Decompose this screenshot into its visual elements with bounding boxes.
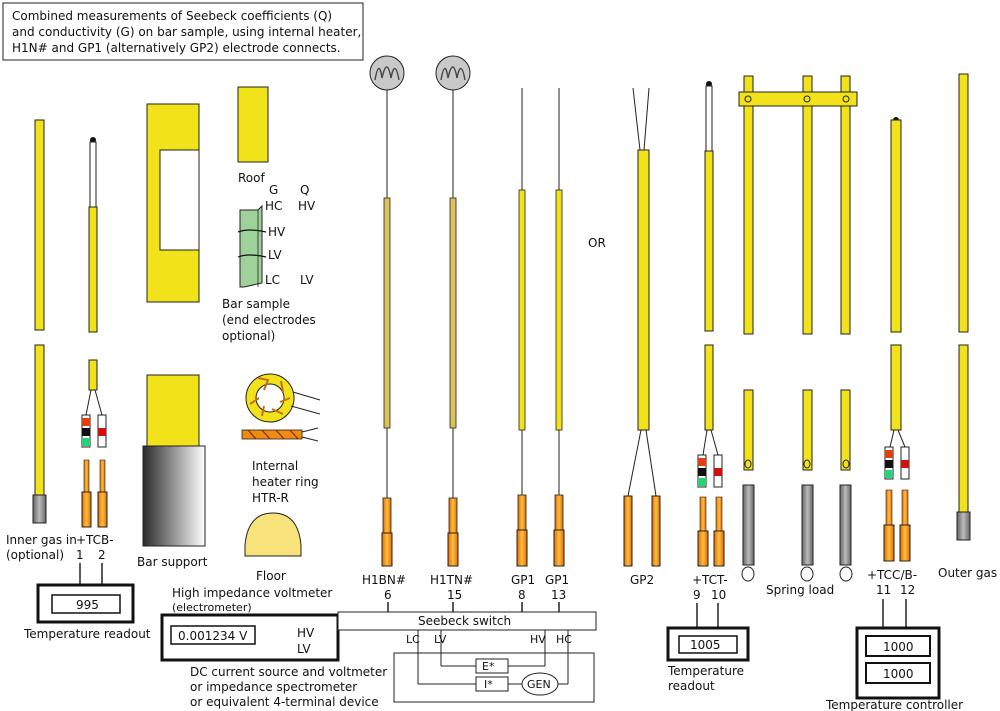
roof: Roof xyxy=(237,86,269,185)
seebeck-switch-label: Seebeck switch xyxy=(418,614,511,628)
dc-source-line-2: or impedance spectrometer xyxy=(190,680,357,694)
tct-pin-10: 10 xyxy=(711,588,726,602)
gp2-name: GP2 xyxy=(630,573,654,587)
gp1-electrode-a: GP1 8 xyxy=(511,88,535,612)
roof-label: Roof xyxy=(238,171,265,185)
tccb-name: +TCC/B- xyxy=(867,568,917,582)
gen-label: GEN xyxy=(527,678,551,691)
h1tn-pin: 15 xyxy=(447,588,462,602)
floor: Floor xyxy=(244,512,302,583)
bar-sample-note-1: (end electrodes xyxy=(222,313,316,327)
tct-name: +TCT- xyxy=(692,573,728,587)
tccb-pin-12: 12 xyxy=(900,583,915,597)
dc-source-line-1: DC current source and voltmeter xyxy=(190,665,387,679)
bar-sample-label: Bar sample xyxy=(222,297,290,311)
voltmeter-hv: HV xyxy=(297,626,315,640)
temp-readout-left-value: 995 xyxy=(76,598,99,612)
h1tn-name: H1TN# xyxy=(430,573,473,587)
h1tn-electrode: H1TN# 15 xyxy=(430,55,473,612)
i-box-label: I* xyxy=(484,678,493,691)
floor-label: Floor xyxy=(256,569,286,583)
tcb-pin-1: 1 xyxy=(76,548,84,562)
h1bn-pin: 6 xyxy=(384,588,392,602)
temp-controller: 1000 1000 Temperature controller xyxy=(825,626,963,711)
tct-pin-9: 9 xyxy=(693,588,701,602)
header-line-2: and conductivity (G) on bar sample, usin… xyxy=(12,25,361,39)
temp-readout-right-label-1: Temperature xyxy=(667,664,744,678)
gp1a-name: GP1 xyxy=(511,573,535,587)
tccb-thermocouple: +TCC/B- 11 12 xyxy=(867,117,917,628)
sample-hc-label: HC xyxy=(265,199,282,213)
dc-source: E* I* GEN DC current source and voltmete… xyxy=(190,645,595,709)
header-line-1: Combined measurements of Seebeck coeffic… xyxy=(12,9,332,23)
voltmeter-title: High impedance voltmeter xyxy=(172,586,332,600)
header-line-3: H1N# and GP1 (alternatively GP2) electro… xyxy=(12,41,341,55)
sample-q-label: Q xyxy=(300,183,309,197)
gp1a-pin: 8 xyxy=(518,588,526,602)
heater-label-1: Internal xyxy=(252,459,298,473)
bar-sample: G Q HC HV HV LV LC LV Bar sample (end el… xyxy=(222,183,316,343)
outer-gas-tube: Outer gas in xyxy=(938,73,1000,580)
temp-readout-right-label-2: readout xyxy=(668,679,715,693)
tcb-thermocouple: +TCB- 1 2 xyxy=(76,137,114,585)
spring-load-label: Spring load xyxy=(766,583,834,597)
h1bn-name: H1BN# xyxy=(362,573,406,587)
seebeck-switch: Seebeck switch LC LV HV HC xyxy=(337,611,597,646)
gp2-electrode: GP2 xyxy=(623,87,661,587)
gp1b-name: GP1 xyxy=(545,573,569,587)
heater-ring: Internal heater ring HTR-R xyxy=(241,373,321,505)
gp1b-pin: 13 xyxy=(551,588,566,602)
bar-sample-note-2: optional) xyxy=(222,329,275,343)
temp-readout-right: 1005 Temperature readout xyxy=(666,626,750,693)
voltmeter-subtitle: (electrometer) xyxy=(172,601,252,614)
sample-hv-right-label: HV xyxy=(298,199,316,213)
h1bn-electrode: H1BN# 6 xyxy=(362,55,406,612)
temp-controller-value-1: 1000 xyxy=(883,640,914,654)
switch-hc: HC xyxy=(556,633,572,646)
header-note: Combined measurements of Seebeck coeffic… xyxy=(2,2,364,61)
temp-controller-label: Temperature controller xyxy=(825,698,963,711)
e-box-label: E* xyxy=(482,660,495,673)
inner-gas-label: Inner gas in xyxy=(6,533,77,547)
switch-lv: LV xyxy=(434,633,447,646)
sample-g-label: G xyxy=(269,183,278,197)
dc-source-line-3: or equivalent 4-terminal device xyxy=(190,695,379,709)
voltmeter: High impedance voltmeter (electrometer) … xyxy=(160,586,340,662)
inner-gas-optional: (optional) xyxy=(6,548,64,562)
sample-lc-label: LC xyxy=(265,273,280,287)
bar-support-label: Bar support xyxy=(137,555,208,569)
gp1-electrode-b: GP1 13 xyxy=(545,88,569,612)
or-label: OR xyxy=(588,236,606,250)
switch-lc: LC xyxy=(406,633,420,646)
sample-lv-right-label: LV xyxy=(300,273,314,287)
temp-controller-value-2: 1000 xyxy=(883,667,914,681)
heater-label-3: HTR-R xyxy=(252,491,289,505)
switch-hv: HV xyxy=(530,633,546,646)
sample-hv-label: HV xyxy=(268,225,286,239)
temp-readout-right-value: 1005 xyxy=(690,638,721,652)
tcb-name: +TCB- xyxy=(76,533,114,547)
sample-lv-label: LV xyxy=(268,248,282,262)
bar-support: Bar support xyxy=(137,103,208,569)
heater-label-2: heater ring xyxy=(252,475,319,489)
voltmeter-value: 0.001234 V xyxy=(178,629,248,643)
tccb-pin-11: 11 xyxy=(876,583,891,597)
temp-readout-left-label: Temperature readout xyxy=(23,627,151,641)
temp-readout-left: 995 Temperature readout xyxy=(23,583,151,641)
voltmeter-lv: LV xyxy=(297,642,311,656)
spring-load-frame: Spring load xyxy=(738,75,858,597)
inner-gas-tube: Inner gas in (optional) xyxy=(6,119,77,562)
outer-gas-label: Outer gas in xyxy=(938,566,1000,580)
tcb-pin-2: 2 xyxy=(98,548,106,562)
tct-thermocouple: +TCT- 9 10 xyxy=(692,81,728,628)
